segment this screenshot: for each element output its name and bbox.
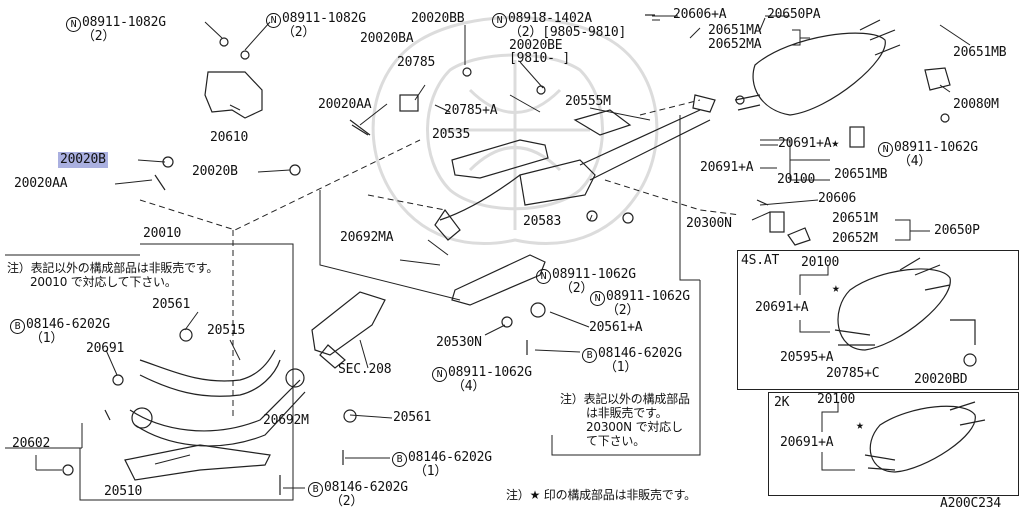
part-20561-plus-a-label: 20561+A [589, 320, 643, 335]
nut-08911-1082g-qty: （2） [82, 29, 116, 44]
variant-4s-at-20595-plus-a: 20595+A [780, 350, 834, 365]
nut-08911-1062g-qty: （2） [560, 281, 594, 296]
part-20530n-label: 20530N [436, 335, 482, 350]
part-20651ma-label: 20651MA [708, 23, 762, 38]
part-20515-label: 20515 [207, 323, 246, 338]
variant-4s-at-20100: 20100 [801, 255, 840, 270]
note-non-sale-20300n-line4: て下さい。 [586, 434, 646, 448]
part-20080m-label: 20080M [953, 97, 999, 112]
part-20020be-label: 20020BE [509, 38, 563, 53]
part-20692ma-label: 20692MA [340, 230, 394, 245]
variant-4s-at-20691-plus-a: 20691+A [755, 300, 809, 315]
part-outlines [62, 14, 977, 495]
section-208-reference[interactable]: SEC.208 [338, 362, 392, 377]
part-20651mb-label: 20651MB [834, 167, 888, 182]
bolt-08146-6202g-qty: （1） [30, 331, 64, 346]
variant-4s-at-title: 4S.AT [741, 253, 780, 268]
part-20020b-highlighted-label[interactable]: 20020B [58, 152, 108, 168]
part-20785-label: 20785 [397, 55, 436, 70]
nut-08911-1082g-qty: （2） [282, 25, 316, 40]
part-20650pa-label: 20650PA [767, 7, 821, 22]
note-star-non-sale: 注）★ 印の構成部品は非販売です。 [506, 488, 696, 502]
part-20606-label: 20606 [818, 191, 857, 206]
note-non-sale-20010-line2: 20010 で対応して下さい。 [30, 275, 177, 289]
bolt-08146-6202g-qty: （2） [330, 494, 364, 509]
part-20651m-label: 20651M [832, 211, 878, 226]
note-non-sale-20010: 注）表記以外の構成部品は非販売です。 [7, 261, 219, 275]
part-20561-label: 20561 [152, 297, 191, 312]
nut-08911-1062g-qty: （4） [452, 379, 486, 394]
part-20100-label: 20100 [777, 172, 816, 187]
variant-outlines [834, 257, 986, 473]
variant-brackets [799, 265, 855, 471]
part-20020bb-label: 20020BB [411, 11, 465, 26]
part-20020ba-label: 20020BA [360, 31, 414, 46]
non-sale-star-icon: ★ [831, 136, 840, 151]
part-20020be-range: [9810- ] [509, 51, 571, 66]
variant-4s-at-20785-plus-c: 20785+C [826, 366, 880, 381]
non-sale-star-icon: ★ [856, 418, 864, 433]
bolt-08146-6202g-qty: （1） [414, 464, 448, 479]
note-non-sale-20300n: 注）表記以外の構成部品 [560, 392, 690, 406]
variant-4s-at-20020bd: 20020BD [914, 372, 968, 387]
part-20652ma-label: 20652MA [708, 37, 762, 52]
nut-08918-1402a-detail: （2）[9805-9810] [509, 25, 627, 40]
part-20652m-label: 20652M [832, 231, 878, 246]
part-20691-label: 20691 [86, 341, 125, 356]
part-20691-plus-a-label: 20691+A [700, 160, 754, 175]
part-20020b-label: 20020B [192, 164, 238, 179]
non-sale-star-icon: ★ [832, 281, 840, 296]
part-20583-label: 20583 [523, 214, 562, 229]
nut-08911-1062g-qty: （4） [898, 154, 932, 169]
part-20650p-label: 20650P [934, 223, 980, 238]
part-20300n-label: 20300N [686, 216, 732, 231]
part-20561-label: 20561 [393, 410, 432, 425]
variant-2k-title: 2K [774, 395, 790, 410]
watermark-emblem [371, 16, 659, 245]
part-20010-label: 20010 [143, 226, 182, 241]
part-20692m-label: 20692M [263, 413, 309, 428]
part-20510-label: 20510 [104, 484, 143, 499]
part-20020aa-label: 20020AA [318, 97, 372, 112]
part-20535-label: 20535 [432, 127, 471, 142]
part-20606-plus-a-label: 20606+A [673, 7, 727, 22]
note-non-sale-20300n-line3: 20300N で対応し [586, 420, 683, 434]
part-20602-label: 20602 [12, 436, 51, 451]
part-20020aa-label: 20020AA [14, 176, 68, 191]
part-20785-plus-a-label: 20785+A [444, 103, 498, 118]
variant-2k-20100: 20100 [817, 392, 856, 407]
dashed-guides [139, 99, 741, 420]
part-20555m-label: 20555M [565, 94, 611, 109]
note-non-sale-20300n-line2: は非販売です。 [586, 406, 668, 420]
part-20691-plus-a-label: 20691+A★ [778, 136, 840, 151]
nut-08911-1062g-qty: （2） [606, 303, 640, 318]
part-20651mb-label: 20651MB [953, 45, 1007, 60]
bolt-08146-6202g-qty: （1） [604, 360, 638, 375]
figure-code: A200C234 [940, 496, 1002, 511]
part-20610-label: 20610 [210, 130, 249, 145]
leader-lines [35, 12, 971, 489]
variant-2k-20691-plus-a: 20691+A [780, 435, 834, 450]
bracket-lines [5, 15, 930, 501]
